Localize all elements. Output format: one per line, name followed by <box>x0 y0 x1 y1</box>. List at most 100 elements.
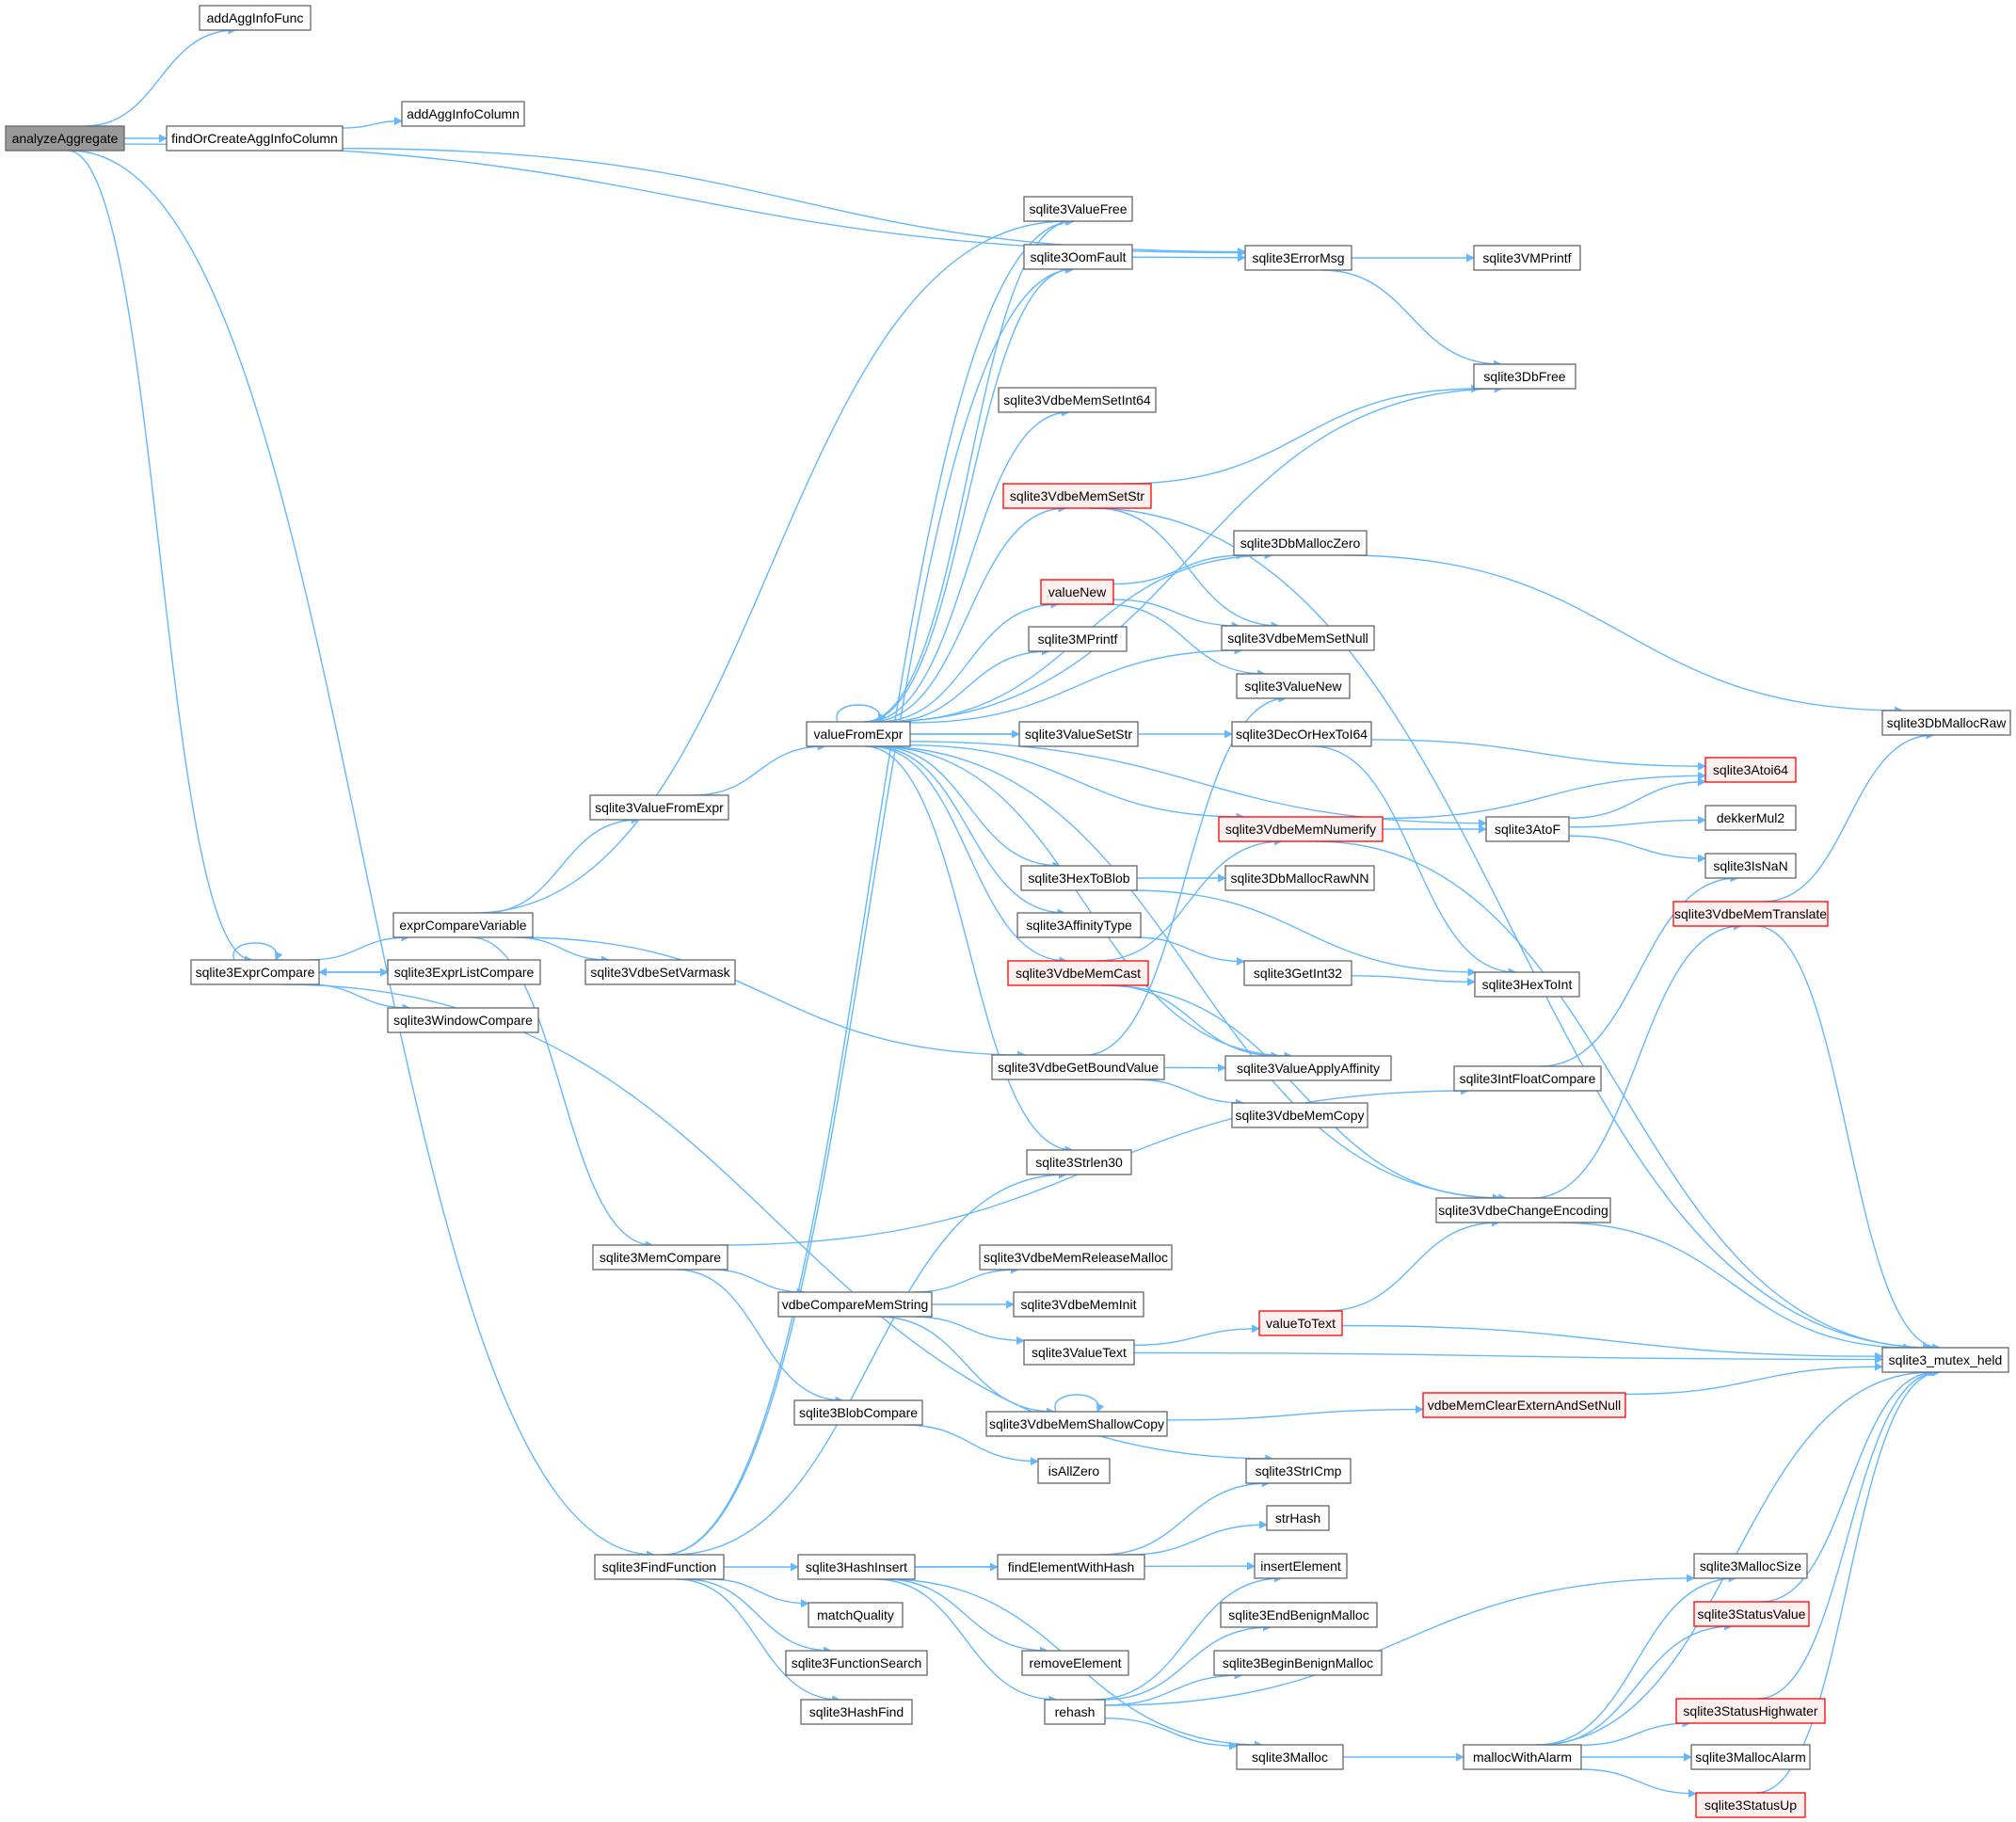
node-sqlite3IsNaN[interactable]: sqlite3IsNaN <box>1704 853 1797 879</box>
node-sqlite3BeginBenignMalloc[interactable]: sqlite3BeginBenignMalloc <box>1213 1650 1383 1676</box>
node-sqlite3VdbeMemSetStr[interactable]: sqlite3VdbeMemSetStr <box>1002 483 1152 509</box>
node-vdbeCompareMemString[interactable]: vdbeCompareMemString <box>777 1291 933 1318</box>
node-sqlite3DbMallocRaw[interactable]: sqlite3DbMallocRaw <box>1881 710 2011 736</box>
node-sqlite3WindowCompare[interactable]: sqlite3WindowCompare <box>387 1007 539 1033</box>
node-box <box>777 1291 933 1318</box>
node-sqlite3ValueNew[interactable]: sqlite3ValueNew <box>1236 673 1351 699</box>
node-addAggInfoFunc[interactable]: addAggInfoFunc <box>199 5 312 31</box>
node-valueToText[interactable]: valueToText <box>1258 1310 1343 1336</box>
node-sqlite3HexToInt[interactable]: sqlite3HexToInt <box>1474 971 1580 998</box>
node-sqlite3FindFunction[interactable]: sqlite3FindFunction <box>594 1554 725 1580</box>
node-sqlite3OomFault[interactable]: sqlite3OomFault <box>1023 244 1133 270</box>
edge-analyzeAggregate-to-sqlite3ExprCompare <box>67 150 253 965</box>
node-box <box>998 387 1157 413</box>
node-sqlite3StatusValue[interactable]: sqlite3StatusValue <box>1693 1601 1810 1627</box>
node-sqlite3VdbeMemCopy[interactable]: sqlite3VdbeMemCopy <box>1231 1102 1368 1128</box>
node-sqlite3ValueText[interactable]: sqlite3ValueText <box>1023 1339 1135 1366</box>
edge-sqlite3HexToBlob-to-sqlite3HexToInt <box>1130 889 1477 977</box>
node-sqlite3HashFind[interactable]: sqlite3HashFind <box>800 1699 913 1725</box>
node-sqlite3VdbeMemTranslate[interactable]: sqlite3VdbeMemTranslate <box>1672 901 1829 927</box>
node-sqlite3VdbeMemCast[interactable]: sqlite3VdbeMemCast <box>1007 960 1149 986</box>
node-sqlite3FunctionSearch[interactable]: sqlite3FunctionSearch <box>785 1650 928 1676</box>
node-label: sqlite3StatusHighwater <box>1683 1703 1818 1718</box>
node-sqlite3EndBenignMalloc[interactable]: sqlite3EndBenignMalloc <box>1220 1602 1378 1628</box>
node-sqlite3VdbeMemShallowCopy[interactable]: sqlite3VdbeMemShallowCopy <box>985 1411 1168 1437</box>
node-valueFromExpr[interactable]: valueFromExpr <box>806 721 911 747</box>
node-box <box>166 125 344 152</box>
node-sqlite3ExprCompare[interactable]: sqlite3ExprCompare <box>190 959 320 985</box>
edge-path <box>473 216 1069 914</box>
node-addAggInfoColumn[interactable]: addAggInfoColumn <box>401 101 525 127</box>
node-box <box>594 1554 725 1580</box>
node-sqlite3MPrintf[interactable]: sqlite3MPrintf <box>1028 626 1128 652</box>
node-sqlite3ValueFree[interactable]: sqlite3ValueFree <box>1023 196 1133 222</box>
node-sqlite3VdbeMemReleaseMalloc[interactable]: sqlite3VdbeMemReleaseMalloc <box>979 1244 1173 1271</box>
edge-path <box>1133 1324 1260 1346</box>
node-sqlite3Malloc[interactable]: sqlite3Malloc <box>1236 1744 1344 1770</box>
edge-sqlite3VdbeMemCast-to-sqlite3VdbeMemNumerify <box>1096 837 1283 962</box>
node-vdbeMemClearExternAndSetNull[interactable]: vdbeMemClearExternAndSetNull <box>1422 1392 1626 1418</box>
edge-path <box>342 117 403 129</box>
node-label: removeElement <box>1029 1655 1121 1670</box>
node-sqlite3DbFree[interactable]: sqlite3DbFree <box>1473 363 1576 390</box>
edge-sqlite3VdbeMemSetStr-to-sqlite3DbFree <box>1123 384 1480 485</box>
node-exprCompareVariable[interactable]: exprCompareVariable <box>392 912 534 938</box>
edge-sqlite3OomFault-to-sqlite3ErrorMsg <box>1131 253 1246 263</box>
node-sqlite3VdbeMemNumerify[interactable]: sqlite3VdbeMemNumerify <box>1218 816 1384 842</box>
node-sqlite3MemCompare[interactable]: sqlite3MemCompare <box>592 1244 728 1271</box>
node-sqlite3ValueSetStr[interactable]: sqlite3ValueSetStr <box>1018 721 1139 747</box>
node-sqlite3VdbeMemSetInt64[interactable]: sqlite3VdbeMemSetInt64 <box>998 387 1157 413</box>
node-sqlite3StatusUp[interactable]: sqlite3StatusUp <box>1695 1792 1806 1818</box>
node-sqlite3StatusHighwater[interactable]: sqlite3StatusHighwater <box>1675 1698 1826 1724</box>
edge-sqlite3VdbeChangeEncoding-to-sqlite3VdbeMemTranslate <box>1532 921 1742 1199</box>
node-sqlite3MallocAlarm[interactable]: sqlite3MallocAlarm <box>1690 1744 1811 1770</box>
node-sqlite3ExprListCompare[interactable]: sqlite3ExprListCompare <box>387 959 541 985</box>
node-sqlite3DecOrHexToI64[interactable]: sqlite3DecOrHexToI64 <box>1231 721 1372 747</box>
node-sqlite3HashInsert[interactable]: sqlite3HashInsert <box>797 1554 916 1580</box>
node-matchQuality[interactable]: matchQuality <box>808 1602 904 1628</box>
edge-sqlite3ExprCompare-to-sqlite3ExprCompare <box>232 942 283 961</box>
node-sqlite3_mutex_held[interactable]: sqlite3_mutex_held <box>1881 1347 2009 1373</box>
node-sqlite3Strlen30[interactable]: sqlite3Strlen30 <box>1026 1149 1132 1175</box>
node-box <box>1236 673 1351 699</box>
node-isAllZero[interactable]: isAllZero <box>1037 1458 1111 1484</box>
node-insertElement[interactable]: insertElement <box>1254 1553 1348 1579</box>
node-sqlite3ValueFromExpr[interactable]: sqlite3ValueFromExpr <box>589 794 729 821</box>
node-sqlite3VdbeMemInit[interactable]: sqlite3VdbeMemInit <box>1013 1291 1144 1318</box>
node-rehash[interactable]: rehash <box>1044 1699 1106 1725</box>
node-sqlite3MallocSize[interactable]: sqlite3MallocSize <box>1693 1553 1808 1579</box>
node-sqlite3VMPrintf[interactable]: sqlite3VMPrintf <box>1473 245 1581 271</box>
node-sqlite3AffinityType[interactable]: sqlite3AffinityType <box>1016 912 1142 938</box>
edge-path <box>676 1269 844 1405</box>
node-sqlite3DbMallocRawNN[interactable]: sqlite3DbMallocRawNN <box>1224 865 1375 891</box>
node-findElementWithHash[interactable]: findElementWithHash <box>997 1554 1145 1580</box>
edge-exprCompareVariable-to-sqlite3VdbeSetVarmask <box>514 936 610 965</box>
node-analyzeAggregate[interactable]: analyzeAggregate <box>5 125 125 152</box>
node-label: insertElement <box>1260 1558 1341 1574</box>
node-sqlite3ValueApplyAffinity[interactable]: sqlite3ValueApplyAffinity <box>1224 1055 1392 1081</box>
node-strHash[interactable]: strHash <box>1266 1505 1330 1531</box>
node-sqlite3GetInt32[interactable]: sqlite3GetInt32 <box>1243 960 1352 986</box>
node-sqlite3StrICmp[interactable]: sqlite3StrICmp <box>1245 1458 1352 1484</box>
node-sqlite3AtoF[interactable]: sqlite3AtoF <box>1485 816 1570 842</box>
node-findOrCreateAggInfoColumn[interactable]: findOrCreateAggInfoColumn <box>166 125 344 152</box>
node-sqlite3ErrorMsg[interactable]: sqlite3ErrorMsg <box>1244 245 1352 271</box>
node-removeElement[interactable]: removeElement <box>1021 1650 1129 1676</box>
node-dekkerMul2[interactable]: dekkerMul2 <box>1704 805 1797 831</box>
node-sqlite3VdbeChangeEncoding[interactable]: sqlite3VdbeChangeEncoding <box>1435 1197 1611 1223</box>
node-mallocWithAlarm[interactable]: mallocWithAlarm <box>1463 1744 1582 1770</box>
edge-path <box>1128 1520 1268 1556</box>
node-sqlite3BlobCompare[interactable]: sqlite3BlobCompare <box>793 1399 923 1426</box>
node-box <box>1258 1310 1343 1336</box>
edge-findOrCreateAggInfoColumn-to-addAggInfoColumn <box>342 117 403 129</box>
node-sqlite3VdbeMemSetNull[interactable]: sqlite3VdbeMemSetNull <box>1221 625 1375 651</box>
node-sqlite3DbMallocZero[interactable]: sqlite3DbMallocZero <box>1233 530 1368 556</box>
node-sqlite3VdbeSetVarmask[interactable]: sqlite3VdbeSetVarmask <box>584 959 736 985</box>
edge-path <box>470 936 654 1250</box>
edge-rehash-to-sqlite3Malloc <box>1104 1718 1238 1750</box>
node-valueNew[interactable]: valueNew <box>1040 579 1114 605</box>
node-sqlite3Atoi64[interactable]: sqlite3Atoi64 <box>1704 757 1797 783</box>
node-sqlite3VdbeGetBoundValue[interactable]: sqlite3VdbeGetBoundValue <box>991 1054 1165 1080</box>
node-sqlite3HexToBlob[interactable]: sqlite3HexToBlob <box>1020 865 1138 891</box>
node-sqlite3IntFloatCompare[interactable]: sqlite3IntFloatCompare <box>1453 1065 1602 1092</box>
